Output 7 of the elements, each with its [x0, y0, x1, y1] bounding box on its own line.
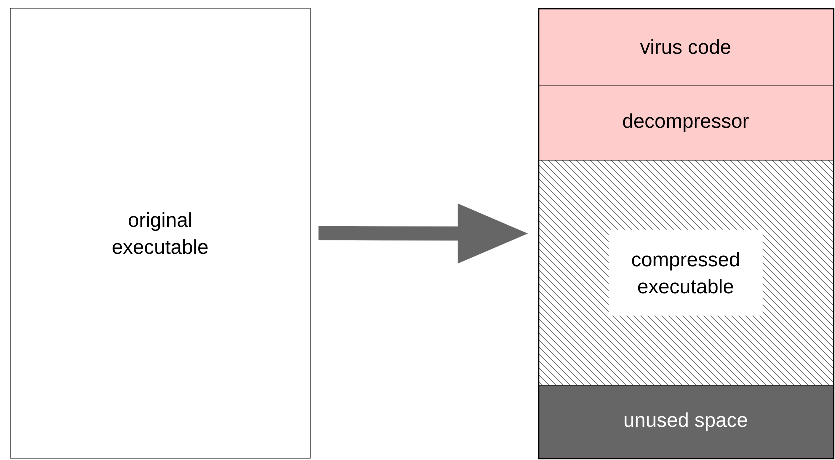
hatched-block: compressed executable — [538, 160, 834, 386]
block-box: unused space — [538, 384, 834, 459]
block-box: virus code — [538, 8, 834, 86]
memory-stack — [538, 8, 835, 460]
arrow — [318, 204, 528, 264]
block-box: decompressor — [538, 85, 834, 161]
block-box: original executable — [10, 8, 311, 459]
